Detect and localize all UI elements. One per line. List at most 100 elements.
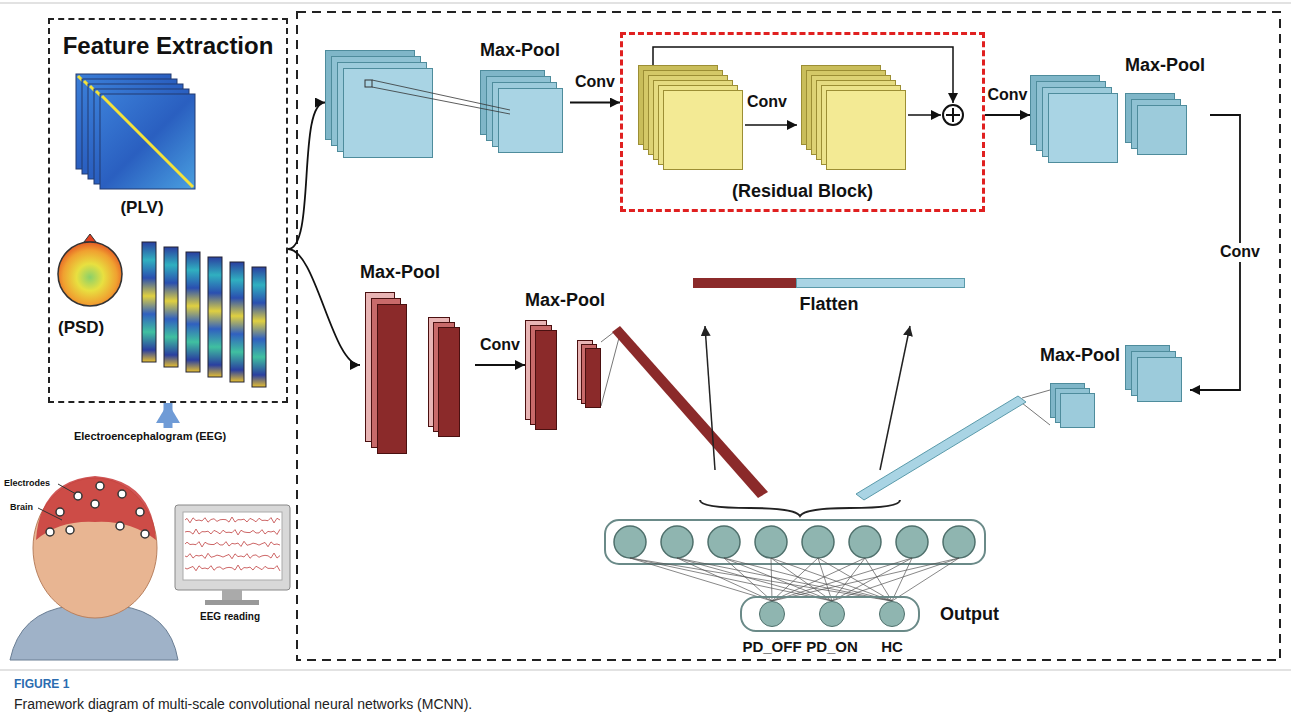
line-shape	[818, 558, 892, 601]
rect-shape	[222, 590, 242, 600]
feature-map	[585, 348, 601, 408]
output-layer: Output	[740, 596, 920, 632]
node-label: (PSD)	[58, 318, 104, 338]
circle-shape	[849, 526, 881, 558]
line-shape	[38, 508, 62, 520]
g-shape	[46, 482, 149, 538]
figure-label: EEG reading	[200, 611, 260, 623]
node-label: Feature Extraction	[63, 32, 274, 60]
node-label: Max-Pool	[360, 262, 440, 283]
circle-shape	[118, 490, 126, 498]
line-shape	[952, 108, 954, 122]
circle-shape	[66, 526, 74, 534]
line-shape	[1022, 390, 1050, 398]
rect-shape	[100, 94, 195, 189]
rect-shape	[208, 257, 222, 377]
node-label: Electroencephalogram (EEG)	[74, 430, 226, 443]
polygon-shape	[856, 396, 1026, 500]
circle-shape	[141, 530, 149, 538]
conv-stack: Max-Pool	[325, 40, 570, 165]
edge-label: Conv	[986, 86, 1030, 104]
line-shape	[880, 326, 910, 470]
dense-head	[601, 326, 1050, 601]
feature-panel: Feature Extraction (PLV) (PSD)	[48, 18, 288, 403]
conv-stack: Max-Pool	[525, 290, 620, 440]
line-shape	[372, 80, 510, 110]
node-label: Max-Pool	[1040, 345, 1120, 366]
figure-label: FIGURE 1	[14, 678, 69, 692]
line-shape	[601, 332, 614, 342]
node-label: Max-Pool	[1125, 55, 1205, 76]
circle-shape	[91, 500, 99, 508]
path-shape	[653, 47, 953, 103]
rect-shape	[142, 242, 156, 362]
line-shape	[865, 558, 892, 601]
path-shape	[185, 553, 280, 559]
node-label: Max-Pool	[480, 40, 560, 61]
path-shape	[36, 476, 156, 540]
residual-block: (Residual Block)	[620, 32, 985, 212]
conv-stack: Max-Pool	[1030, 55, 1210, 175]
figure-label: Conv	[747, 93, 787, 111]
path-shape	[84, 234, 96, 242]
top-rule	[0, 2, 1291, 4]
conv-stack: Max-Pool	[360, 262, 475, 468]
node-label: Flatten	[799, 294, 858, 315]
feature-map	[498, 88, 563, 153]
circle-shape	[56, 508, 64, 516]
node-label: Max-Pool	[525, 290, 605, 311]
circle-shape	[96, 482, 104, 490]
connector	[985, 114, 1030, 116]
g-shape	[614, 526, 975, 558]
connector	[570, 102, 620, 104]
feature-map	[1137, 105, 1187, 155]
rect-shape	[605, 520, 985, 564]
edge-label: Conv	[1218, 243, 1262, 261]
line-shape	[58, 484, 76, 494]
feature-map	[1060, 393, 1095, 428]
path-shape	[700, 500, 900, 516]
line-shape	[832, 558, 959, 601]
connector	[288, 249, 360, 365]
rect-shape	[175, 505, 290, 590]
path-shape	[185, 565, 280, 571]
polygon-shape	[612, 326, 768, 498]
figure-label: HC	[881, 638, 903, 655]
line-shape	[745, 124, 797, 126]
circle-shape	[116, 522, 124, 530]
line-shape	[372, 87, 510, 114]
line-shape	[771, 558, 892, 601]
line-shape	[601, 334, 620, 406]
g-shape	[185, 517, 280, 571]
feature-map	[535, 330, 557, 430]
line-shape	[892, 558, 959, 601]
bottom-rule	[0, 669, 1291, 671]
rect-shape	[230, 262, 244, 382]
flatten-blue	[796, 278, 965, 288]
node-art	[52, 234, 286, 394]
rect-shape	[186, 252, 200, 372]
network-frame	[297, 12, 1280, 660]
line-shape	[630, 558, 892, 601]
circle-shape	[708, 526, 740, 558]
feature-map	[1137, 357, 1182, 402]
node-label: (PLV)	[120, 198, 163, 218]
feature-map	[1048, 93, 1118, 163]
output-neuron	[759, 601, 785, 627]
circle-shape	[943, 105, 963, 125]
connector	[288, 103, 325, 250]
circle-shape	[58, 242, 122, 306]
line-shape	[818, 558, 832, 601]
flatten-red	[693, 278, 796, 288]
node-art	[72, 70, 212, 200]
figure-label: Electrodes	[4, 478, 50, 488]
figure-label: Brain	[10, 502, 33, 512]
line-shape	[705, 326, 715, 470]
figure-label: PD_ON	[806, 638, 858, 655]
output-neuron	[819, 601, 845, 627]
rect-shape	[183, 512, 282, 580]
path-shape	[185, 529, 280, 535]
edge-label: Conv	[573, 73, 617, 91]
conv-stack: Max-Pool	[1040, 345, 1190, 435]
eeg-panel: Electroencephalogram (EEG)	[0, 428, 300, 660]
